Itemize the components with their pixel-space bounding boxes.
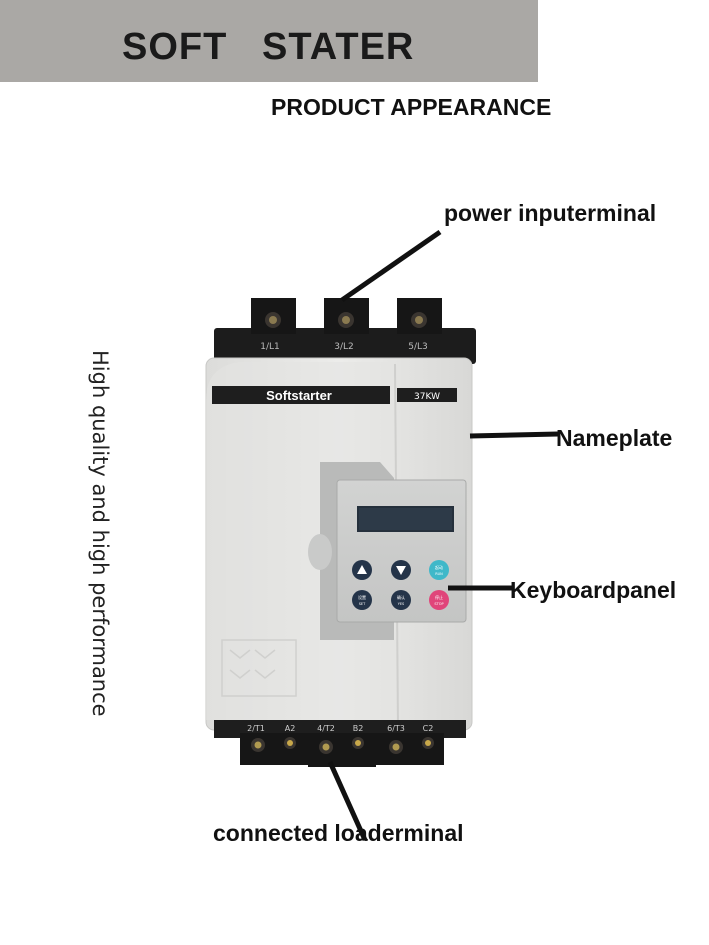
yes-button[interactable]: [391, 590, 411, 610]
load-leader-line: [327, 760, 368, 842]
callout-power-input: power inputerminal: [444, 200, 657, 226]
page-subtitle: PRODUCT APPEARANCE: [271, 94, 552, 120]
run-key-label: RUN: [435, 572, 443, 576]
terminal-label-l2: 3/L2: [334, 342, 354, 352]
brand-label: Softstarter: [266, 388, 332, 403]
terminal-label-c2: C2: [423, 724, 434, 733]
terminal-label-a2: A2: [285, 724, 296, 733]
run-key-label-cn: 起动: [435, 564, 443, 570]
nameplate-leader-line: [469, 431, 559, 439]
stop-key-label-cn: 停止: [435, 594, 443, 600]
terminal-label-t3: 6/T3: [387, 724, 405, 733]
title-banner: SOFT STATER: [0, 0, 538, 82]
callout-load-terminal: connected loaderminal: [213, 820, 464, 846]
side-caption-text: High quality and high performance: [88, 350, 112, 717]
terminal-label-t2: 4/T2: [317, 724, 335, 733]
set-key-label: SET: [359, 602, 366, 606]
callout-keyboard-panel: Keyboardpanel: [510, 577, 677, 603]
terminal-label-t1: 2/T1: [247, 724, 265, 733]
banner-title: SOFT STATER: [122, 26, 415, 68]
stop-key-label: STOP: [434, 602, 443, 606]
yes-key-label-cn: 确认: [397, 594, 405, 600]
set-key-label-cn: 设置: [358, 594, 366, 600]
up-arrow-icon: [357, 565, 367, 574]
yes-key-label: YES: [398, 602, 405, 606]
bottom-terminal-block: [214, 720, 466, 767]
callout-nameplate: Nameplate: [556, 425, 673, 451]
stop-button[interactable]: [429, 590, 449, 610]
power-leader-line: [340, 229, 442, 303]
terminal-label-b2: B2: [353, 724, 364, 733]
set-button[interactable]: [352, 590, 372, 610]
rating-label: 37KW: [414, 392, 440, 402]
down-arrow-icon: [396, 566, 406, 575]
keyboard-panel: [336, 479, 467, 623]
run-button[interactable]: [429, 560, 449, 580]
nameplate: [212, 386, 457, 404]
terminal-label-l1: 1/L1: [260, 342, 280, 352]
side-caption: High quality and high performance: [88, 350, 128, 717]
terminal-label-l3: 5/L3: [408, 342, 428, 352]
top-terminal-block: [214, 298, 476, 364]
